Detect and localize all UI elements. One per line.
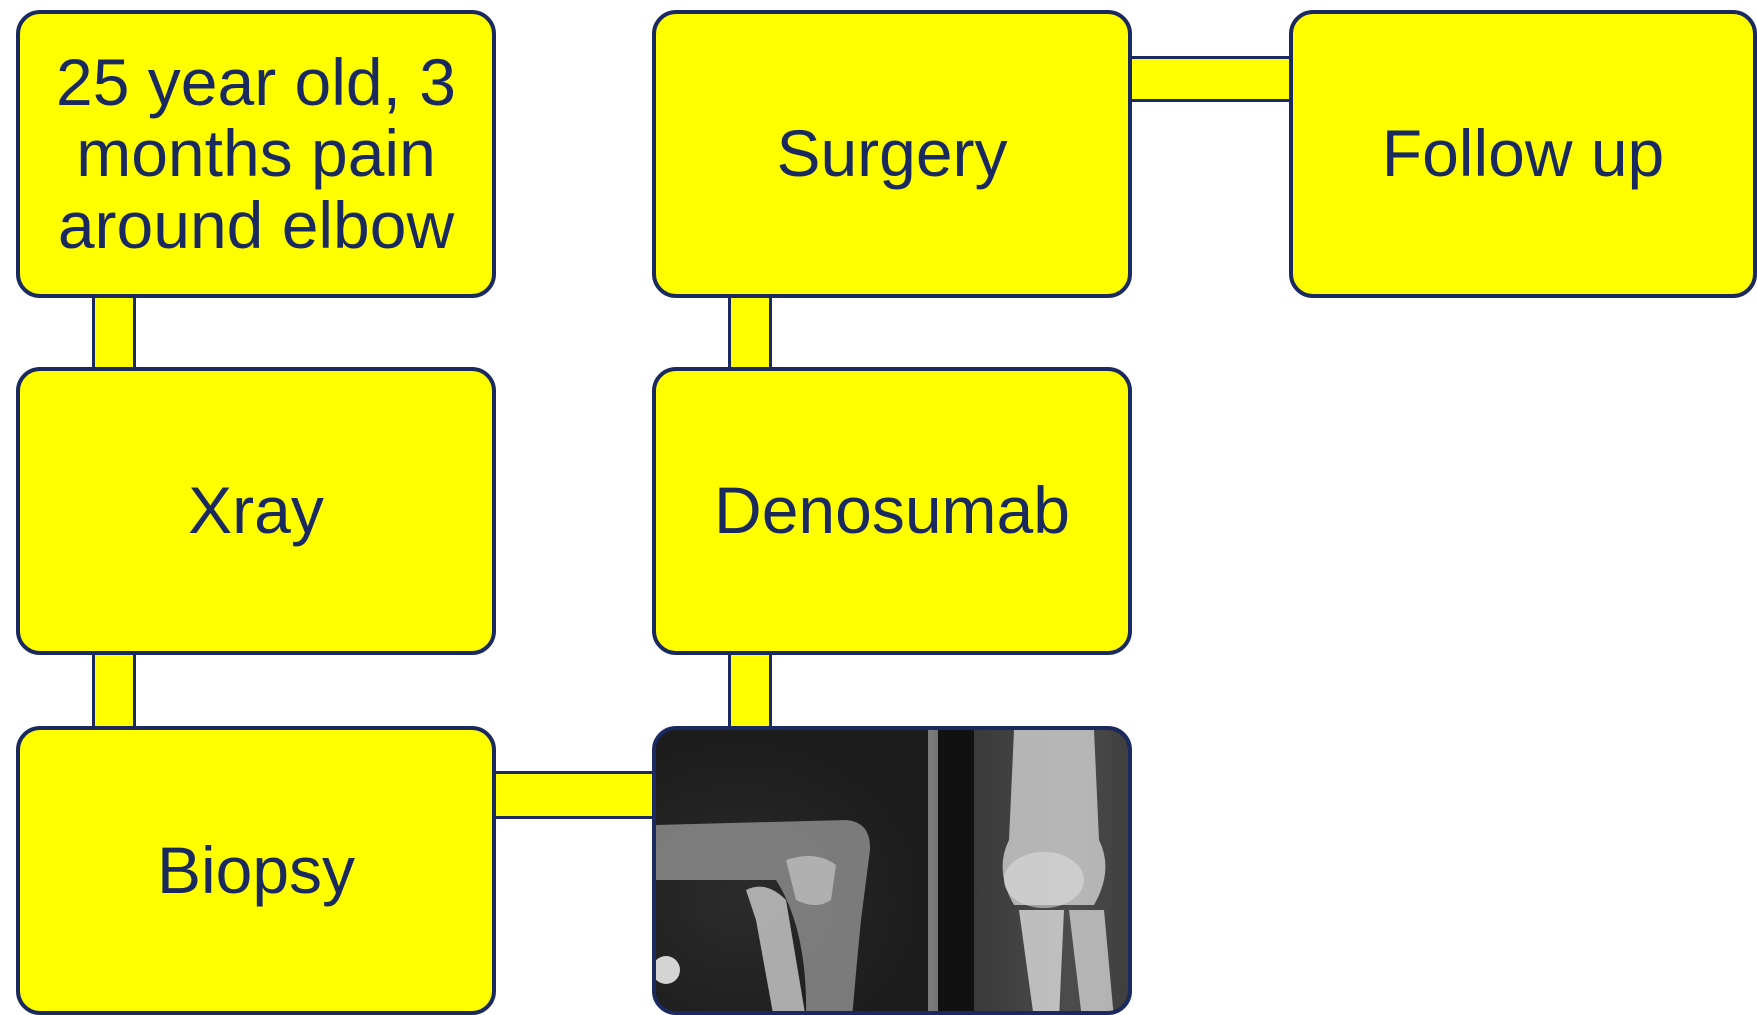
node-surgery-label: Surgery <box>762 118 1021 189</box>
node-presentation-label: 25 year old, 3 months pain around elbow <box>20 47 492 261</box>
connector-biopsy-xray-image <box>492 771 660 819</box>
node-follow-up: Follow up <box>1289 10 1757 298</box>
node-denosumab-label: Denosumab <box>700 475 1084 546</box>
node-surgery: Surgery <box>652 10 1132 298</box>
connector-denosumab-surgery <box>728 290 772 370</box>
connector-presentation-xray <box>92 290 136 370</box>
node-xray: Xray <box>16 367 496 655</box>
connector-xray-image-denosumab <box>728 650 772 730</box>
xray-ap-bones <box>974 730 1132 1011</box>
xray-image-ap-view <box>974 730 1132 1011</box>
xray-image-divider <box>928 730 938 1011</box>
node-xray-image <box>652 726 1132 1015</box>
connector-surgery-follow-up <box>1126 56 1296 102</box>
node-denosumab: Denosumab <box>652 367 1132 655</box>
node-xray-label: Xray <box>174 475 338 546</box>
node-presentation: 25 year old, 3 months pain around elbow <box>16 10 496 298</box>
node-biopsy: Biopsy <box>16 726 496 1015</box>
xray-image-lateral-view <box>656 730 934 1011</box>
xray-lateral-bones <box>656 730 934 1011</box>
node-biopsy-label: Biopsy <box>143 835 369 906</box>
connector-xray-biopsy <box>92 650 136 730</box>
node-follow-up-label: Follow up <box>1368 118 1678 189</box>
